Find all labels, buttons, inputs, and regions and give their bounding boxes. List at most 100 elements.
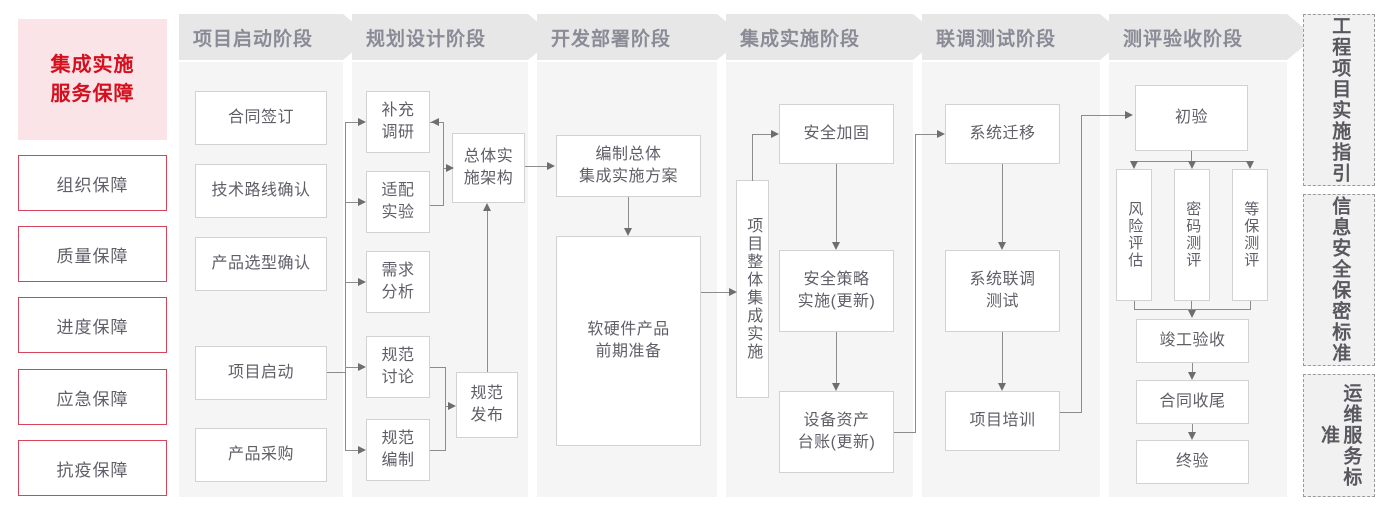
left-rail-item-label: 质量保障 bbox=[56, 246, 129, 266]
node-label-line1: 规范 bbox=[470, 385, 504, 403]
node-requirement-analysis[interactable]: 需求 分析 bbox=[366, 251, 430, 313]
arrowhead-joint-debug bbox=[997, 242, 1006, 250]
connector-bus-to-requirement bbox=[345, 282, 358, 284]
node-hardware-software-preparation[interactable]: 软硬件产品 前期准备 bbox=[556, 236, 701, 446]
phase-header-jointtest[interactable]: 联调测试阶段 bbox=[922, 14, 1100, 60]
node-label: 项目整体集成实施 bbox=[744, 217, 762, 361]
left-rail-item-label: 应急保障 bbox=[56, 389, 129, 409]
left-rail-item-1[interactable]: 质量保障 bbox=[18, 226, 167, 282]
node-cryptography-evaluation[interactable]: 密码测评 bbox=[1174, 169, 1210, 301]
node-product-procurement[interactable]: 产品采购 bbox=[195, 428, 327, 482]
node-contract-signing[interactable]: 合同签订 bbox=[195, 91, 327, 145]
node-label-line1: 安全策略 bbox=[803, 271, 870, 289]
connector-spec-drafting-out bbox=[430, 450, 446, 452]
standard-label: 信息安全保密标准 bbox=[1329, 196, 1351, 364]
connector-policy-to-ledger bbox=[836, 332, 838, 383]
node-label: 产品采购 bbox=[227, 446, 294, 464]
node-label: 终验 bbox=[1175, 453, 1209, 471]
node-label: 产品选型确认 bbox=[211, 255, 311, 273]
node-equipment-asset-ledger[interactable]: 设备资产 台账(更新) bbox=[779, 391, 894, 473]
standard-box-engineering-guideline[interactable]: 工程项目实施指引 bbox=[1303, 14, 1375, 186]
arrowhead-preliminary-acceptance bbox=[1125, 110, 1133, 119]
node-supplementary-research[interactable]: 补充 调研 bbox=[366, 91, 430, 153]
node-final-acceptance[interactable]: 终验 bbox=[1136, 440, 1249, 484]
arrowhead-contract-closeout bbox=[1187, 372, 1196, 380]
phase-header-label: 集成实施阶段 bbox=[740, 28, 861, 50]
connector-plan-to-preparation bbox=[628, 197, 630, 228]
node-label: 技术路线确认 bbox=[211, 182, 311, 200]
connector-to-preliminary-acceptance bbox=[1081, 115, 1125, 117]
phase-header-label: 开发部署阶段 bbox=[551, 28, 672, 50]
connector-release-to-architecture bbox=[487, 210, 489, 372]
arrowhead-adaptation bbox=[358, 197, 366, 206]
node-label-line2: 前期准备 bbox=[595, 343, 662, 360]
node-system-migration[interactable]: 系统迁移 bbox=[945, 104, 1060, 164]
node-label-line1: 规范 bbox=[381, 347, 415, 365]
standard-label: 工程项目实施指引 bbox=[1329, 16, 1351, 184]
node-draft-overall-integration-plan[interactable]: 编制总体 集成实施方案 bbox=[556, 135, 701, 197]
node-label: 合同签订 bbox=[227, 109, 294, 127]
node-spec-drafting[interactable]: 规范 编制 bbox=[366, 419, 430, 481]
left-rail-item-4[interactable]: 抗疫保障 bbox=[18, 440, 167, 496]
node-label-line2: 实施(更新) bbox=[797, 293, 876, 310]
node-label-line1: 适配 bbox=[381, 182, 415, 200]
connector-bus-to-spec-discussion bbox=[345, 367, 358, 369]
arrowhead-architecture-up bbox=[482, 203, 491, 211]
arrowhead-integration bbox=[729, 287, 737, 296]
standard-box-ops-service[interactable]: 运维服务标准 bbox=[1303, 374, 1375, 497]
node-label: 项目培训 bbox=[969, 412, 1036, 430]
node-label: 等保测评 bbox=[1242, 201, 1260, 269]
arrowhead-overall-architecture bbox=[446, 163, 454, 172]
left-rail-item-3[interactable]: 应急保障 bbox=[18, 369, 167, 425]
connector-startup-bus bbox=[345, 122, 347, 372]
connector-migration-to-jointtest bbox=[1002, 164, 1004, 242]
phase-header-deploy[interactable]: 开发部署阶段 bbox=[537, 14, 717, 60]
node-label-line2: 实验 bbox=[381, 204, 415, 221]
arrowhead-crypto-evaluation bbox=[1187, 161, 1196, 169]
phase-header-planning[interactable]: 规划设计阶段 bbox=[352, 14, 528, 60]
node-project-kickoff[interactable]: 项目启动 bbox=[195, 346, 327, 400]
phase-header-label: 项目启动阶段 bbox=[193, 28, 314, 50]
node-spec-discussion[interactable]: 规范 讨论 bbox=[366, 336, 430, 398]
standard-box-information-security[interactable]: 信息安全保密标准 bbox=[1303, 194, 1375, 366]
left-rail-item-0[interactable]: 组织保障 bbox=[18, 155, 167, 211]
node-security-hardening[interactable]: 安全加固 bbox=[779, 104, 894, 164]
node-adaptation-experiment[interactable]: 适配 实验 bbox=[366, 171, 430, 233]
node-contract-closeout[interactable]: 合同收尾 bbox=[1136, 380, 1249, 424]
connector-integration-to-hardening bbox=[752, 134, 771, 136]
arrowhead-requirement bbox=[358, 277, 366, 286]
node-completion-acceptance[interactable]: 竣工验收 bbox=[1136, 319, 1249, 363]
node-preliminary-acceptance[interactable]: 初验 bbox=[1135, 85, 1248, 151]
node-spec-release[interactable]: 规范 发布 bbox=[456, 372, 518, 438]
connector-bus-to-spec-drafting bbox=[345, 450, 358, 452]
arrowhead-final-acceptance bbox=[1187, 432, 1196, 440]
arrowhead-research-back bbox=[431, 117, 439, 126]
connector-crypto-merge-drop bbox=[1191, 301, 1193, 310]
node-project-training[interactable]: 项目培训 bbox=[945, 391, 1060, 451]
node-system-joint-debug-test[interactable]: 系统联调 测试 bbox=[945, 250, 1060, 332]
connector-risk-merge-drop bbox=[1134, 301, 1136, 310]
connector-kickoff-to-bus bbox=[327, 372, 345, 374]
arrowhead-risk-assessment bbox=[1129, 161, 1138, 169]
arrowhead-spec-release bbox=[448, 401, 456, 410]
node-label: 安全加固 bbox=[803, 125, 870, 143]
node-label-line2: 施架构 bbox=[463, 170, 514, 187]
node-overall-implementation-architecture[interactable]: 总体实 施架构 bbox=[452, 133, 525, 203]
phase-header-integrate[interactable]: 集成实施阶段 bbox=[726, 14, 913, 60]
node-security-policy-implementation[interactable]: 安全策略 实施(更新) bbox=[779, 250, 894, 332]
node-tech-route-confirm[interactable]: 技术路线确认 bbox=[195, 164, 327, 218]
arrowhead-security-policy bbox=[831, 242, 840, 250]
left-rail-title-line2: 服务保障 bbox=[50, 82, 135, 105]
node-label-line1: 需求 bbox=[381, 262, 415, 280]
node-label-line2: 测试 bbox=[985, 293, 1019, 310]
node-label-line2: 编制 bbox=[381, 452, 415, 469]
node-risk-assessment[interactable]: 风险评估 bbox=[1116, 169, 1152, 301]
node-project-overall-integration[interactable]: 项目整体集成实施 bbox=[736, 180, 769, 398]
connector-jointtest-to-training bbox=[1002, 332, 1004, 383]
phase-header-acceptance[interactable]: 测评验收阶段 bbox=[1109, 14, 1287, 60]
connector-architecture-to-plan bbox=[525, 166, 547, 168]
node-classified-protection-evaluation[interactable]: 等保测评 bbox=[1232, 169, 1268, 301]
node-product-selection-confirm[interactable]: 产品选型确认 bbox=[195, 237, 327, 291]
phase-header-startup[interactable]: 项目启动阶段 bbox=[179, 14, 343, 60]
left-rail-item-2[interactable]: 进度保障 bbox=[18, 297, 167, 353]
